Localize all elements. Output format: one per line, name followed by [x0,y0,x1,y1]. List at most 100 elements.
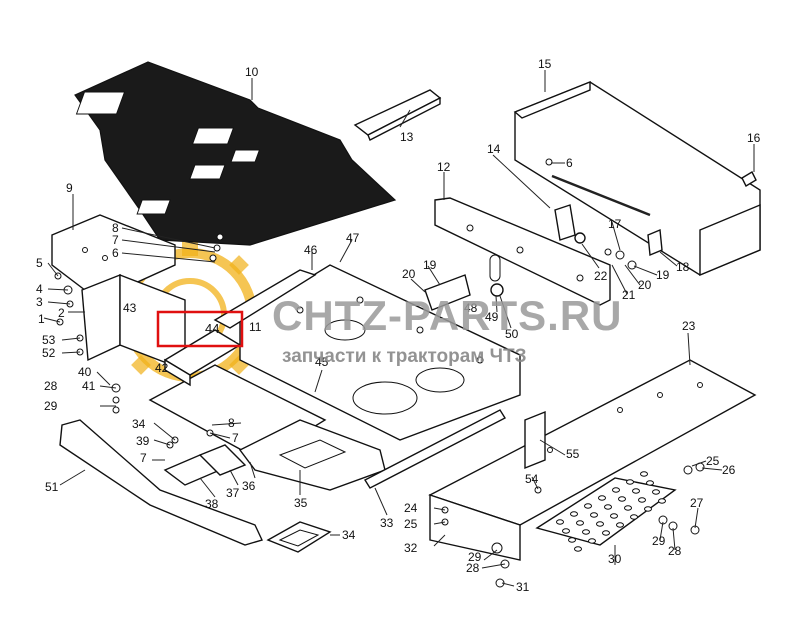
side-plate-part-9 [51,214,176,301]
callout-3: 3 [36,295,43,309]
tread-hole [562,528,570,534]
callout-7c: 7 [140,451,147,465]
tread-hole [556,519,564,525]
tread-hole [640,471,648,477]
callout-44: 44 [205,321,219,336]
tread-hole [638,497,646,503]
tread-hole [612,487,620,493]
tread-hole [568,537,576,543]
callout-23: 23 [682,319,696,333]
callout-49: 49 [485,310,499,324]
callout-33: 33 [380,516,394,530]
callout-29a: 29 [44,399,58,413]
bracket-part-48 [424,274,471,311]
callout-42: 42 [155,361,169,375]
bracket-part-13 [353,89,442,141]
callout-18: 18 [676,260,690,274]
callout-51: 51 [45,480,59,494]
step-tread-part-30 [535,471,677,552]
tread-hole [652,489,660,495]
tread-hole [570,511,578,517]
watermark: CHTZ-PARTS.RU запчасти к тракторам ЧТЗ [272,292,623,367]
tread-hole [646,480,654,486]
callout-28b: 28 [466,561,480,575]
callout-labels: 1 2 3 4 5 6 7 8 9 10 11 12 13 14 15 16 1… [36,57,761,594]
tread-hole [618,496,626,502]
tread-hole [644,506,652,512]
callout-52: 52 [42,346,56,360]
callout-12: 12 [437,160,451,174]
floor-mat-part-10 [74,61,397,246]
callout-8: 8 [112,221,119,235]
tread-hole [616,522,624,528]
callout-43: 43 [123,301,137,315]
callout-6: 6 [112,246,119,260]
callout-27: 27 [690,496,704,510]
callout-21: 21 [622,288,636,302]
callout-1: 1 [38,312,45,326]
callout-30: 30 [608,552,622,566]
tread-hole [624,505,632,511]
highlighted-part-44[interactable]: 44 [156,310,244,348]
callout-16: 16 [747,131,761,145]
gasket-part-34 [266,521,332,553]
tread-hole [598,495,606,501]
callout-26: 26 [722,463,736,477]
callout-40: 40 [78,365,92,379]
tread-hole [626,479,634,485]
rod-part-17 [551,174,651,217]
callout-29c: 29 [652,534,666,548]
callout-31: 31 [516,580,530,594]
callout-37: 37 [226,486,240,500]
washer-part-50 [490,283,504,297]
callout-19a: 19 [423,258,437,272]
callout-50: 50 [505,327,519,341]
tread-hole [632,488,640,494]
callout-38: 38 [205,497,219,511]
leader-lines [43,70,755,587]
callout-15: 15 [538,57,552,71]
callout-28a: 28 [44,379,58,393]
tread-hole [630,514,638,520]
callout-48: 48 [464,301,478,315]
callout-28c: 28 [668,544,682,558]
callout-11: 11 [249,320,262,334]
floor-plate-part-47 [239,264,521,441]
tread-hole [602,530,610,536]
pedal-assembly-part-42 [163,329,242,387]
callout-22: 22 [594,269,608,283]
tread-hole [590,512,598,518]
callout-7: 7 [112,233,119,247]
callout-5: 5 [36,256,43,270]
callout-7b: 7 [232,431,239,445]
tread-hole [596,521,604,527]
callout-55: 55 [566,447,580,461]
callout-39: 39 [136,434,150,448]
callout-19b: 19 [656,268,670,282]
callout-20b: 20 [638,278,652,292]
clip-part-16 [741,171,757,187]
bolt-part-22 [574,232,586,244]
tread-hole [604,504,612,510]
watermark-title: CHTZ-PARTS.RU [272,292,623,339]
tread-hole [610,513,618,519]
callout-6b: 6 [566,156,573,170]
callout-41: 41 [82,379,96,393]
handle-bar-part-51 [59,419,263,546]
strip-part-33 [364,409,506,489]
tread-hole [658,498,666,504]
callout-2: 2 [58,306,65,320]
toolbox-part-15 [513,80,761,277]
tread-hole [588,538,596,544]
tread-hole [576,520,584,526]
callout-13: 13 [400,130,414,144]
callout-10: 10 [245,65,259,79]
callout-4: 4 [36,282,43,296]
latch-part-18 [647,228,663,257]
callout-34a: 34 [132,417,146,431]
side-panel-part-12 [434,197,611,306]
callout-47: 47 [346,231,360,245]
tread-hole [582,529,590,535]
callout-25a: 25 [404,517,418,531]
